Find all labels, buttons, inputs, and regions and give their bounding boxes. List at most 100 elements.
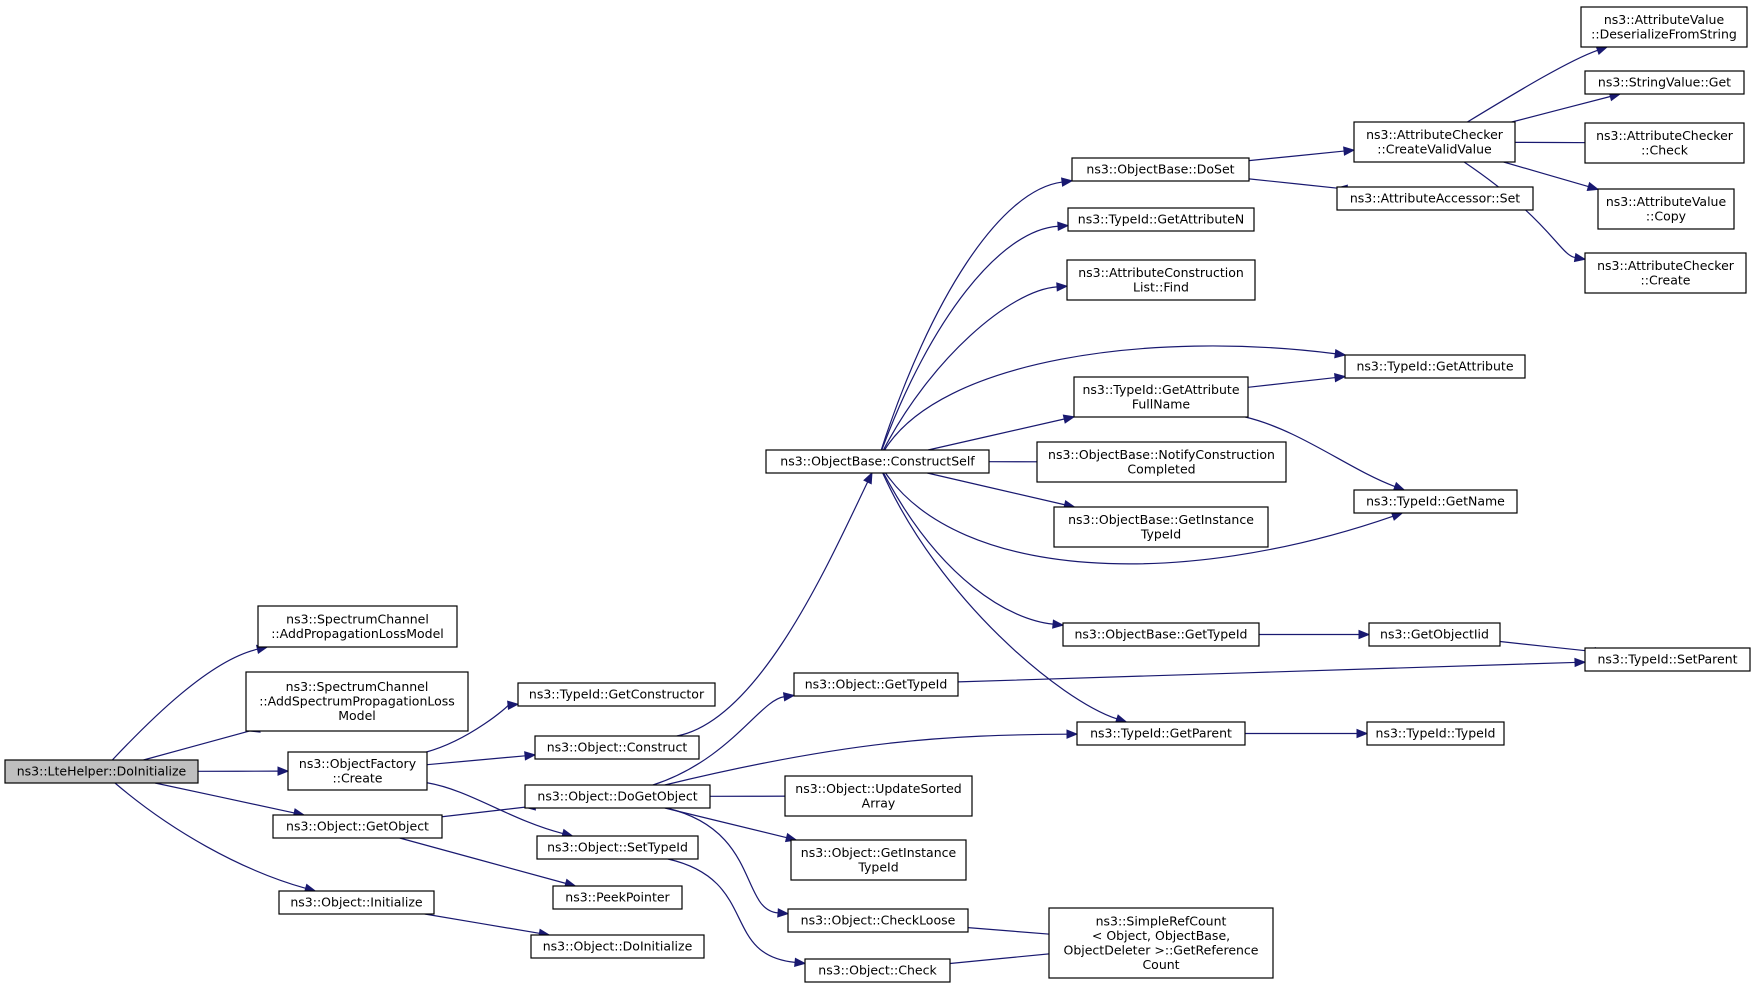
node-label-line: ObjectDeleter >::GetReference (1063, 942, 1258, 957)
node-n30[interactable]: ns3::TypeId::GetName (1353, 489, 1518, 514)
node-n7[interactable]: ns3::Object::Construct (534, 735, 700, 760)
node-n13[interactable]: ns3::Object::GetTypeId (793, 672, 959, 697)
node-label-line: ::CreateValidValue (1377, 141, 1492, 156)
node-box (1076, 721, 1246, 746)
node-label-line: ns3::SimpleRefCount (1096, 913, 1227, 928)
node-label-line: ns3::SpectrumChannel (286, 679, 429, 694)
node-box (1344, 354, 1526, 379)
node-n5[interactable]: ns3::Object::Initialize (278, 890, 435, 915)
edge-arrowhead (1573, 252, 1587, 263)
node-label-line: ns3::ObjectFactory (299, 756, 417, 771)
edge-arrowhead (1060, 177, 1074, 187)
node-label-line: ns3::PeekPointer (565, 890, 670, 905)
node-n9[interactable]: ns3::Object::DoGetObject (524, 784, 711, 809)
edge-line (883, 472, 1054, 625)
edge-n21-to-n29 (1247, 372, 1347, 388)
node-n16[interactable]: ns3::Object::CheckLoose (787, 908, 969, 933)
node-n11[interactable]: ns3::Object::DoInitialize (530, 934, 705, 959)
node-n2[interactable]: ns3::SpectrumChannel::AddSpectrumPropaga… (245, 671, 469, 732)
edge-arrowhead (277, 766, 290, 776)
edge-n3-to-n6 (426, 700, 520, 753)
node-n3[interactable]: ns3::ObjectFactory::Create (287, 751, 428, 791)
node-n8[interactable]: ns3::Object::SetTypeId (536, 835, 699, 860)
edge-arrowhead (777, 908, 790, 918)
edge-line (880, 181, 1063, 451)
edge-line (666, 807, 779, 914)
node-n4[interactable]: ns3::Object::GetObject (272, 814, 443, 839)
edge-line (885, 472, 1394, 565)
node-label-line: ns3::AttributeConstruction (1078, 265, 1244, 280)
node-n6[interactable]: ns3::TypeId::GetConstructor (517, 682, 716, 707)
edge-line (676, 481, 869, 737)
node-label-line: ns3::AttributeChecker (1366, 127, 1504, 142)
edge-arrowhead (1057, 221, 1070, 231)
edge-n5-to-n11 (424, 913, 551, 938)
edge-line (1247, 377, 1336, 388)
node-box (536, 835, 699, 860)
node-n37[interactable]: ns3::AttributeChecker::Create (1584, 252, 1747, 294)
node-n27[interactable]: ns3::AttributeChecker::CreateValidValue (1353, 121, 1516, 163)
node-n22[interactable]: ns3::ObjectBase::NotifyConstructionCompl… (1036, 441, 1287, 483)
edge-line (424, 913, 540, 934)
node-n31[interactable]: ns3::GetObjectIid (1368, 622, 1501, 647)
node-label-line: ns3::AttributeChecker (1597, 258, 1735, 273)
node-n24[interactable]: ns3::ObjectBase::GetTypeId (1062, 622, 1260, 647)
node-label-line: ns3::Object::DoInitialize (543, 939, 693, 954)
node-n10[interactable]: ns3::PeekPointer (552, 885, 683, 910)
node-label-line: ns3::AttributeAccessor::Set (1350, 191, 1520, 206)
edge-line (882, 286, 1058, 451)
edge-n27-to-n35 (1514, 137, 1596, 148)
node-box (1584, 647, 1751, 672)
nodes-layer: ns3::LteHelper::DoInitialize ns3::Spectru… (4, 6, 1751, 983)
edge-arrowhead (863, 471, 873, 485)
edge-arrowhead (1595, 46, 1609, 55)
edge-n9-to-n14 (709, 791, 796, 801)
node-box (787, 908, 969, 933)
node-box (1584, 122, 1745, 164)
node-n32[interactable]: ns3::TypeId::TypeId (1366, 721, 1505, 746)
node-box (784, 775, 973, 817)
node-box (804, 958, 951, 983)
node-label-line: ns3::GetObjectIid (1380, 627, 1489, 642)
node-box (1584, 70, 1745, 95)
node-n0[interactable]: ns3::LteHelper::DoInitialize (4, 759, 199, 784)
node-n34[interactable]: ns3::StringValue::Get (1584, 70, 1745, 95)
edge-arrowhead (1056, 282, 1069, 292)
node-label-line: ns3::TypeId::GetConstructor (529, 687, 705, 702)
node-box (272, 814, 443, 839)
node-n36[interactable]: ns3::AttributeValue::Copy (1597, 188, 1735, 230)
node-n28[interactable]: ns3::AttributeAccessor::Set (1336, 186, 1534, 211)
edge-n9-to-n16 (666, 807, 790, 918)
node-label-line: ns3::Object::Initialize (290, 895, 423, 910)
node-box (517, 682, 716, 707)
node-label-line: ns3::Object::CheckLoose (801, 913, 956, 928)
node-n35[interactable]: ns3::AttributeChecker::Check (1584, 122, 1745, 164)
edge-arrowhead (1062, 414, 1076, 424)
node-n18[interactable]: ns3::ObjectBase::DoSet (1071, 157, 1250, 182)
node-n38[interactable]: ns3::TypeId::SetParent (1584, 647, 1751, 672)
node-n29[interactable]: ns3::TypeId::GetAttribute (1344, 354, 1526, 379)
edge-arrowhead (1358, 629, 1371, 640)
node-n26[interactable]: ns3::SimpleRefCount< Object, ObjectBase,… (1048, 907, 1274, 979)
edge-line (1467, 49, 1598, 123)
node-n33[interactable]: ns3::AttributeValue::DeserializeFromStri… (1580, 6, 1748, 48)
edge-n16-to-n26 (967, 927, 1060, 940)
node-label-line: ns3::TypeId::GetAttributeN (1078, 212, 1244, 227)
node-label-line: ns3::AttributeValue (1604, 12, 1725, 27)
node-n12[interactable]: ns3::ObjectBase::ConstructSelf (765, 449, 990, 474)
edge-n12-to-n24 (883, 472, 1065, 629)
node-n1[interactable]: ns3::SpectrumChannel::AddPropagationLoss… (257, 605, 458, 648)
edge-arrowhead (1334, 372, 1347, 383)
node-n25[interactable]: ns3::TypeId::GetParent (1076, 721, 1246, 746)
node-n17[interactable]: ns3::Object::Check (804, 958, 951, 983)
node-label-line: Model (338, 708, 376, 723)
node-label-line: ns3::AttributeChecker (1596, 128, 1734, 143)
node-label-line: ns3::TypeId::GetAttribute (1356, 359, 1513, 374)
node-n19[interactable]: ns3::TypeId::GetAttributeN (1067, 207, 1255, 232)
